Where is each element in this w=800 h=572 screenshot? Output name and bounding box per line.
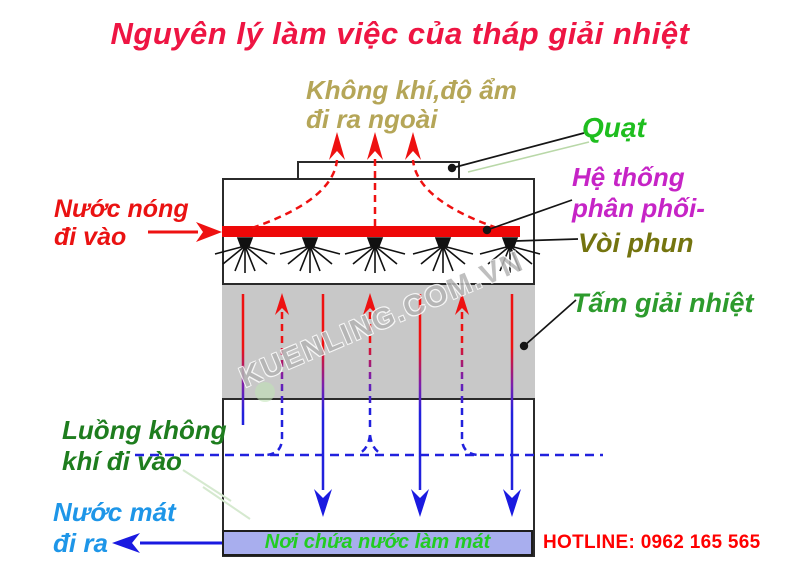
distribution-leader-line [486,199,573,231]
hotline-text: HOTLINE: 0962 165 565 [543,532,761,553]
fill-leader-dot [519,341,529,351]
label-fan: Quạt [582,112,646,143]
fan-leader-line [451,132,585,169]
fill-leader-line [523,299,577,347]
watermark-green-tint [255,382,275,402]
fill-media-panel [222,283,535,400]
water-arrowheads [314,489,521,517]
hot-water-pipe [222,226,520,237]
spray-nozzle [344,237,406,273]
air-flow-dashed-lines [263,312,481,457]
fan-leader-shadow [467,141,590,173]
hot-water-in-arrow [148,222,222,242]
diagram-title: Nguyên lý làm việc của tháp giải nhiệt [110,16,690,51]
exhaust-arrowheads [329,132,421,160]
label-distribution-line2: phân phối- [572,193,705,223]
label-spray-nozzle: Vòi phun [578,228,694,258]
water-flow-lines [241,294,514,490]
label-hot-water-line2: đi vào [54,223,127,251]
label-fill-media: Tấm giải nhiệt [572,288,754,318]
label-cold-water-out: Nước mát đi ra [53,497,176,559]
label-distribution-system: Hệ thống phân phối- [572,162,705,224]
fan-housing [297,161,460,180]
watermark-fragments [182,469,251,520]
exhaust-dashed-curves [251,158,498,230]
leader-lines [447,132,590,351]
label-basin: Nơi chứa nước làm mát [264,531,491,553]
label-air-out-line2: đi ra ngoài [306,104,438,134]
fan-leader-dot [447,163,457,173]
label-air-in-line2: khí đi vào [62,446,182,476]
water-basin [222,530,533,556]
label-air-in: Luồng không khí đi vào [62,415,227,477]
label-hot-water-in: Nước nóng đi vào [54,195,189,251]
label-cold-water-line1: Nước mát [53,497,176,527]
cold-water-out-arrow [112,533,222,553]
air-rise-arrowheads [275,293,469,315]
label-air-in-line1: Luồng không [62,415,227,445]
label-air-out: Không khí,độ ẩm đi ra ngoài [306,76,517,134]
label-distribution-line1: Hệ thống [572,162,685,192]
spray-nozzle [214,237,276,273]
spray-leader-line [514,238,579,242]
label-air-out-line1: Không khí,độ ẩm [306,75,517,105]
label-cold-water-line2: đi ra [53,528,108,558]
distribution-leader-dot [482,225,492,235]
spray-nozzles [214,237,541,273]
spray-nozzle [479,237,541,273]
label-hot-water-line1: Nước nóng [54,195,189,223]
spray-nozzle [412,237,474,273]
spray-nozzle [279,237,341,273]
